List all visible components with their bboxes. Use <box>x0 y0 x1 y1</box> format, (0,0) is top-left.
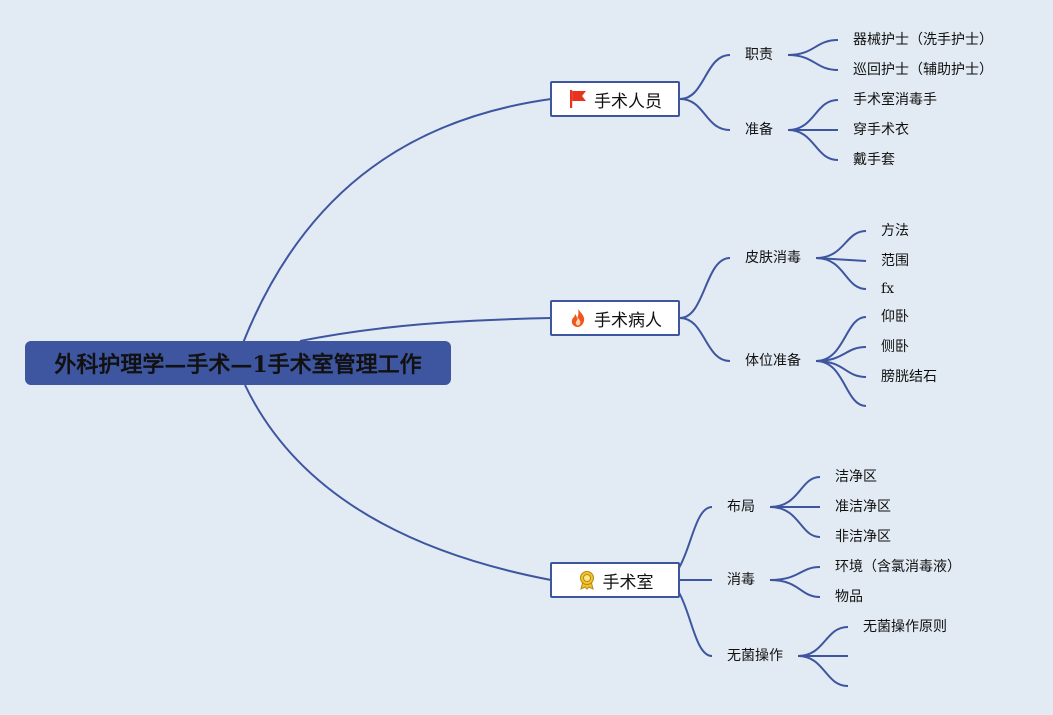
node-duties[interactable]: 职责 <box>745 47 773 63</box>
leaf-bladder-stone[interactable]: 膀胱结石 <box>881 369 937 385</box>
leaf-instrument-nurse[interactable]: 器械护士（洗手护士） <box>853 32 993 48</box>
leaf-semi-clean-zone[interactable]: 准洁净区 <box>835 499 891 515</box>
award-ribbon-icon <box>577 570 597 590</box>
leaf-gloves[interactable]: 戴手套 <box>853 152 895 168</box>
leaf-supine[interactable]: 仰卧 <box>881 309 909 325</box>
node-position-preparation[interactable]: 体位准备 <box>745 353 801 369</box>
connector-root-personnel <box>242 98 552 344</box>
node-aseptic-operation[interactable]: 无菌操作 <box>727 648 783 664</box>
root-title: 外科护理学—手术—1手术室管理工作 <box>54 352 422 378</box>
fire-icon <box>568 308 588 328</box>
node-skin-disinfection[interactable]: 皮肤消毒 <box>745 250 801 266</box>
node-disinfection[interactable]: 消毒 <box>727 572 755 588</box>
leaf-fx[interactable]: fx <box>881 281 895 297</box>
branch-label: 手术人员 <box>594 91 662 112</box>
node-layout[interactable]: 布局 <box>727 499 755 515</box>
connector-root-room <box>244 384 552 581</box>
leaf-method[interactable]: 方法 <box>881 223 909 239</box>
root-topic[interactable]: 外科护理学—手术—1手术室管理工作 <box>25 341 451 385</box>
leaf-lateral[interactable]: 侧卧 <box>881 339 909 355</box>
leaf-aseptic-principle[interactable]: 无菌操作原则 <box>863 619 947 635</box>
leaf-hand-disinfection[interactable]: 手术室消毒手 <box>853 92 937 108</box>
branch-surgical-staff[interactable]: 手术人员 <box>550 81 680 117</box>
leaf-non-clean-zone[interactable]: 非洁净区 <box>835 529 891 545</box>
leaf-gown[interactable]: 穿手术衣 <box>853 122 909 138</box>
leaf-circulating-nurse[interactable]: 巡回护士（辅助护士） <box>853 62 993 78</box>
leaf-clean-zone[interactable]: 洁净区 <box>835 469 877 485</box>
leaf-range[interactable]: 范围 <box>881 253 909 269</box>
connector-root-patient <box>299 317 552 342</box>
red-flag-icon <box>568 89 588 109</box>
leaf-items[interactable]: 物品 <box>835 589 863 605</box>
node-preparation[interactable]: 准备 <box>745 122 773 138</box>
branch-label: 手术室 <box>602 572 654 593</box>
branch-label: 手术病人 <box>594 310 662 331</box>
branch-operating-room[interactable]: 手术室 <box>550 562 680 598</box>
leaf-environment[interactable]: 环境（含氯消毒液） <box>835 559 961 575</box>
branch-surgical-patient[interactable]: 手术病人 <box>550 300 680 336</box>
